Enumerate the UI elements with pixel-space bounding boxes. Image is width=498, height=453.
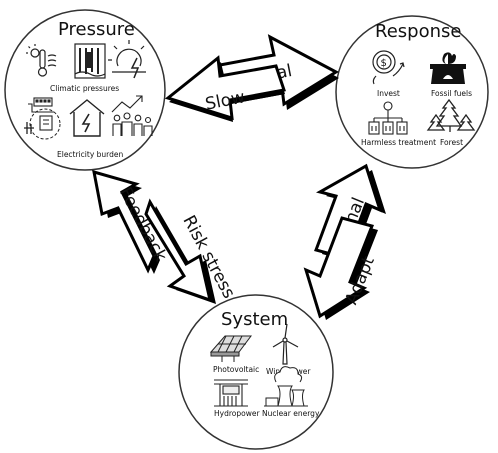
response-node: Response $ Invest Fossil fuels Harml — [335, 15, 489, 169]
harmless-treatment-icon — [368, 101, 408, 135]
storm-sun-icon — [108, 40, 146, 79]
invest-label: Invest — [377, 89, 400, 98]
pressure-title: Pressure — [58, 19, 135, 40]
solar-panel-icon — [209, 335, 252, 362]
thermometer-sun-icon — [26, 44, 57, 77]
system-title: System — [221, 309, 288, 330]
system-node: System Photovoltaic Wind power Hydropowe… — [178, 294, 334, 450]
hydropower-label: Hydropower — [214, 409, 260, 418]
forest-label: Forest — [440, 138, 463, 147]
pressure-node: Pressure Climatic pressures — [4, 9, 166, 171]
home-lightning-icon — [69, 99, 105, 137]
wind-turbine-icon — [272, 323, 299, 365]
hydropower-dam-icon — [214, 379, 248, 407]
flood-rain-icon — [74, 43, 106, 79]
climatic-pressures-label: Climatic pressures — [50, 84, 119, 93]
forest-icon — [426, 98, 476, 132]
nuclear-energy-label: Nuclear energy — [262, 409, 320, 418]
fossil-fuels-label: Fossil fuels — [431, 89, 472, 98]
electricity-burden-label: Electricity burden — [57, 150, 123, 159]
measurement-icon — [24, 108, 61, 140]
adapt-arrow: Adapt — [303, 216, 379, 320]
photovoltaic-label: Photovoltaic — [213, 365, 259, 374]
harmless-treatment-label: Harmless treatment — [361, 138, 436, 147]
fossil-fuels-icon — [430, 52, 466, 84]
factory-icon — [28, 97, 54, 113]
svg-text:$: $ — [381, 58, 387, 69]
response-title: Response — [375, 21, 461, 42]
slow-arrow-top: Slow — [164, 55, 286, 122]
people-growth-icon — [111, 95, 153, 136]
nuclear-plant-icon — [264, 366, 308, 407]
invest-icon: $ — [372, 50, 405, 85]
